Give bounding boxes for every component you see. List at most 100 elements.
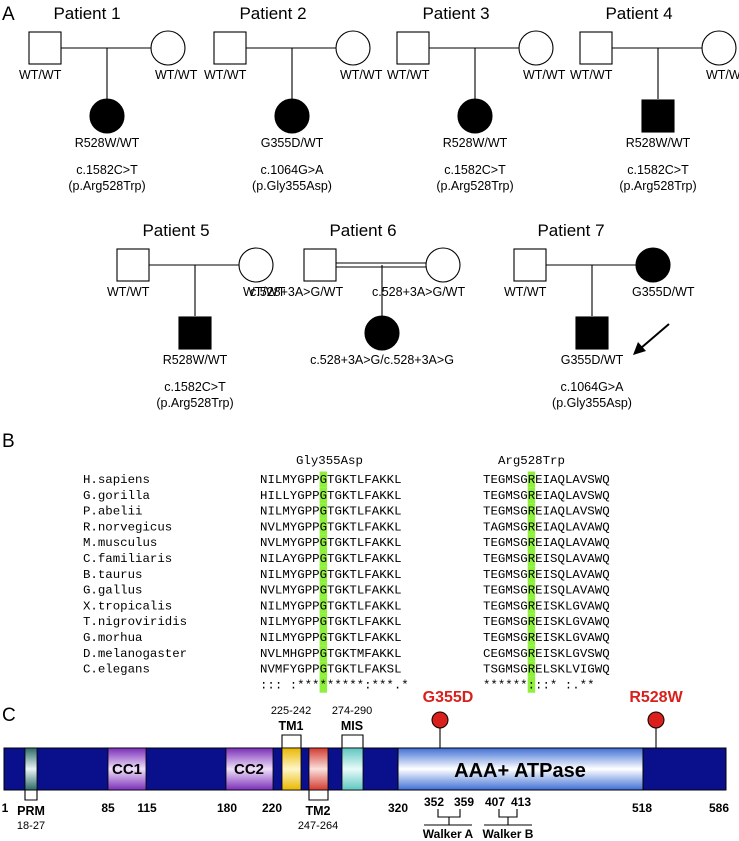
consensus-gly355: ::: :*********:***.*	[260, 678, 409, 692]
alignment-row: B.taurus NILMYGPPGTGKTLFAKKL TEGMSGREISQLA…	[83, 566, 610, 583]
father-symbol	[116, 248, 150, 282]
position-ticks: 1 85 115 180 220 320 352 359 407 413 518…	[2, 795, 730, 815]
highlight-g355	[319, 471, 328, 488]
pedigree-patient-4: Patient 4WT/WTWT/WTR528W/WTc.1582C>T(p.A…	[570, 4, 739, 193]
highlight-r528	[527, 629, 536, 646]
cdna-change: c.1582C>T	[164, 380, 226, 394]
father-symbol	[303, 248, 337, 282]
sequence-arg528: TEGMSGREIAQLAVAWQ	[483, 536, 610, 550]
highlight-g355	[319, 566, 328, 583]
highlight-r528	[527, 566, 536, 583]
site2-header: Arg528Trp	[498, 454, 565, 468]
affected-child-symbol	[575, 316, 609, 350]
panel-label-c: C	[2, 705, 16, 726]
species-name: P.abelii	[83, 505, 143, 519]
sequence-arg528: TAGMSGREIAQLAVAWQ	[483, 520, 610, 534]
sequence-gly355: NILMYGPPGTGKTLFAKKL	[260, 505, 402, 519]
father-symbol	[28, 31, 62, 65]
highlight-g355	[319, 550, 328, 567]
aaa-atpase-domain	[397, 747, 644, 791]
tick-1: 1	[2, 801, 9, 815]
child-genotype: R528W/WT	[163, 353, 228, 367]
cdna-change: c.1582C>T	[76, 163, 138, 177]
walker-b-label: Walker B	[483, 827, 534, 841]
tick-413: 413	[511, 795, 531, 809]
highlight-consensus-r528	[527, 676, 536, 693]
highlight-r528	[527, 613, 536, 630]
prm-bracket	[24, 790, 38, 801]
sequence-arg528: TEGMSGREISKLGVAWQ	[483, 615, 610, 629]
child-genotype: G355D/WT	[261, 136, 324, 150]
father-symbol	[513, 248, 547, 282]
tick-352: 352	[424, 795, 444, 809]
protein-change: (p.Gly355Asp)	[552, 396, 632, 410]
cdna-change: c.1582C>T	[444, 163, 506, 177]
sequence-gly355: NVLMHGPPGTGKTMFAKKL	[260, 647, 402, 661]
walker-a-bracket	[437, 809, 461, 818]
aaa-label: AAA+ ATPase	[454, 760, 586, 782]
highlight-consensus-g355	[319, 676, 328, 693]
pedigree-title: Patient 5	[142, 221, 209, 240]
father-genotype: WT/WT	[19, 68, 62, 82]
species-name: C.familiaris	[83, 552, 172, 566]
father-symbol	[579, 31, 613, 65]
highlight-g355	[319, 503, 328, 519]
father-symbol	[396, 31, 430, 65]
sequence-gly355: NILMYGPPGTGKTLFAKKL	[260, 599, 402, 613]
cc2-domain	[225, 747, 274, 791]
mother-genotype: G355D/WT	[632, 285, 695, 299]
child-genotype: G355D/WT	[561, 353, 624, 367]
sequence-arg528: TEGMSGREISQLAVAWQ	[483, 552, 610, 566]
affected-child-symbol	[364, 315, 400, 351]
tick-320: 320	[388, 801, 408, 815]
highlight-r528	[527, 645, 536, 662]
highlight-g355	[319, 597, 328, 614]
protein-change: (p.Arg528Trp)	[619, 179, 696, 193]
panel-label-b: B	[2, 431, 15, 452]
species-name: T.nigroviridis	[83, 615, 187, 629]
r528w-label: R528W	[629, 689, 683, 706]
tm2-label: TM2	[306, 804, 331, 818]
tick-586: 586	[709, 801, 729, 815]
affected-child-symbol	[274, 98, 310, 134]
species-name: B.taurus	[83, 568, 143, 582]
mother-symbol	[238, 247, 274, 283]
sequence-arg528: TEGMSGREISQLAVAWQ	[483, 568, 610, 582]
proband-arrow	[633, 323, 670, 355]
highlight-g355	[319, 613, 328, 630]
protein-change: (p.Arg528Trp)	[436, 179, 513, 193]
prm-label: PRM	[17, 804, 45, 818]
sequence-gly355: NILMYGPPGTGKTLFAKKL	[260, 615, 402, 629]
mother-symbol	[518, 30, 554, 66]
mis-range: 274-290	[332, 705, 372, 717]
father-genotype: WT/WT	[387, 68, 430, 82]
child-genotype: c.528+3A>G/c.528+3A>G	[310, 353, 454, 367]
tick-359: 359	[454, 795, 474, 809]
tick-518: 518	[632, 801, 652, 815]
pedigree-title: Patient 2	[239, 4, 306, 23]
species-name: H.sapiens	[83, 473, 150, 487]
highlight-r528	[527, 471, 536, 488]
highlight-r528	[527, 503, 536, 519]
r528w-marker	[647, 711, 665, 729]
sequence-gly355: NVLMYGPPGTGKTLFAKKL	[260, 536, 402, 550]
father-symbol	[213, 31, 247, 65]
sequence-gly355: NILMYGPPGTGKTLFAKKL	[260, 568, 402, 582]
highlight-g355	[319, 518, 328, 535]
tick-85: 85	[101, 801, 115, 815]
highlight-r528	[527, 661, 536, 677]
mother-symbol	[425, 247, 461, 283]
highlight-g355	[319, 645, 328, 662]
panel-label-a: A	[2, 4, 15, 25]
highlight-g355	[319, 629, 328, 646]
affected-child-symbol	[457, 98, 493, 134]
consensus-arg528: ******:::* :.**	[483, 678, 595, 692]
cc1-label: CC1	[112, 761, 142, 778]
